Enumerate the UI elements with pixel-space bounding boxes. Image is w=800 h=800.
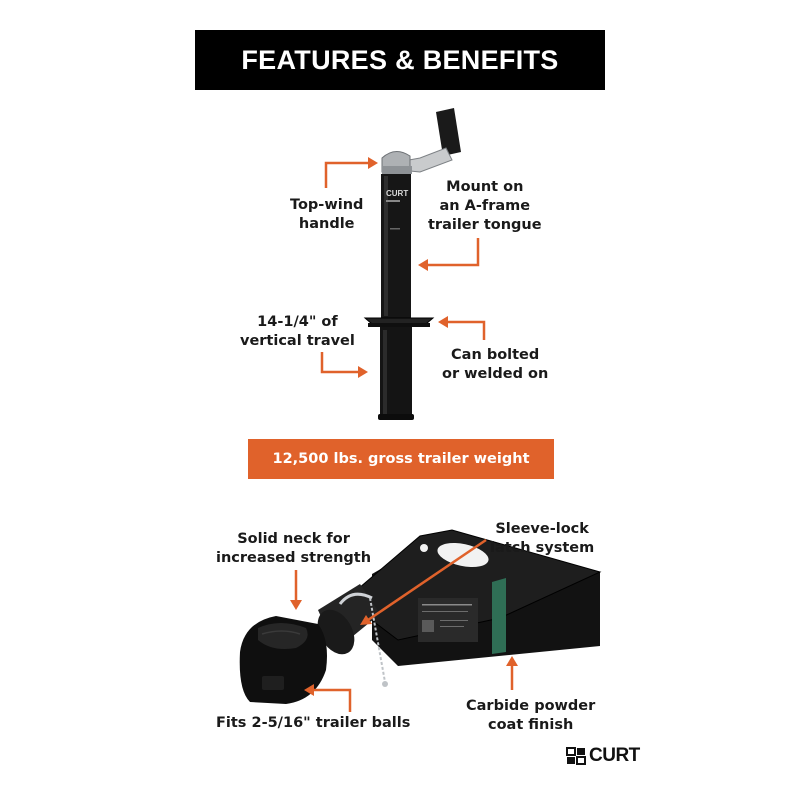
a-frame-jack-image: CURT <box>363 108 461 420</box>
trailer-balls-label: Fits 2-5/16" trailer balls <box>216 715 411 731</box>
features-benefits-header: FEATURES & BENEFITS <box>195 30 605 90</box>
coupler-callout-arrows <box>290 538 518 712</box>
curt-logo-text: CURT <box>589 745 640 766</box>
header-title: FEATURES & BENEFITS <box>241 44 559 75</box>
vertical-travel-label: 14-1/4" of vertical travel <box>240 314 355 349</box>
solid-neck-label: Solid neck for increased strength <box>216 531 372 566</box>
a-frame-mount-label: Mount on an A-frame trailer tongue <box>428 179 542 233</box>
jack-brand-label: CURT <box>386 189 408 198</box>
gross-trailer-weight-banner: 12,500 lbs. gross trailer weight <box>248 439 554 479</box>
jack-callout-arrows <box>320 157 486 378</box>
bolted-welded-label: Can bolted or welded on <box>442 347 549 382</box>
top-wind-handle-label: Top-wind handle <box>290 197 364 232</box>
a-frame-coupler-image <box>239 529 602 704</box>
banner-text: 12,500 lbs. gross trailer weight <box>272 451 530 467</box>
sleeve-lock-latch-label: Sleeve-lock latch system <box>490 521 595 556</box>
curt-logo-icon <box>566 747 586 765</box>
powder-coat-finish-label: Carbide powder coat finish <box>466 698 596 733</box>
curt-logo: CURT <box>566 745 640 767</box>
